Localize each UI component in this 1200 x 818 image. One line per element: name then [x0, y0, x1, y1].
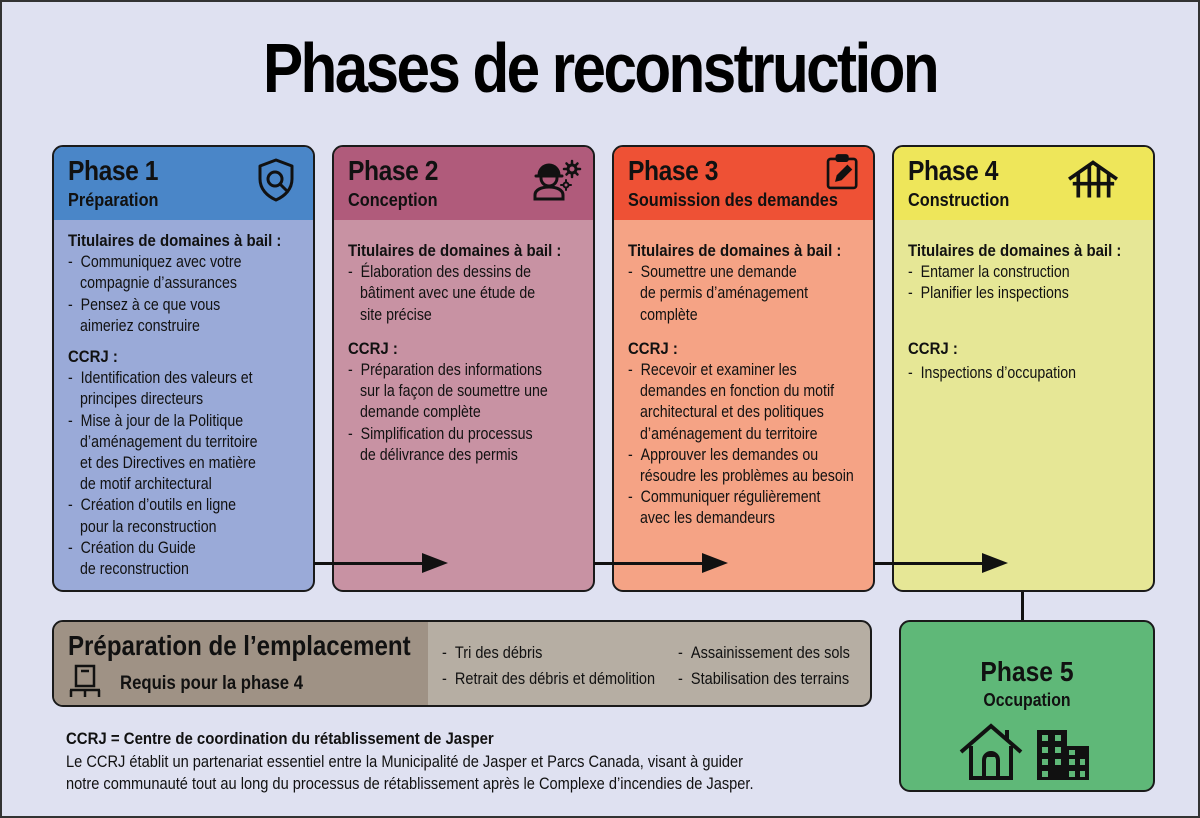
phase-4-card: Phase 4 Construction Titulaires de domai…	[892, 145, 1155, 592]
pallet-box-icon	[69, 664, 101, 697]
phase-2-header: Phase 2 Conception	[334, 147, 593, 220]
phase-3-card: Phase 3 Soumission des demandes Titulair…	[612, 145, 875, 592]
phase-name: Occupation	[983, 690, 1071, 710]
ccrj-heading: CCRJ :	[908, 338, 958, 358]
list-item: Stabilisation des terrains	[678, 666, 870, 692]
arrow-phase3-to-phase4	[874, 553, 1008, 573]
clipboard-pencil-icon	[826, 154, 858, 190]
phase-name: Soumission des demandes	[628, 189, 838, 210]
footer-text-line-2: notre communauté tout au long du process…	[66, 774, 754, 793]
leaseholders-heading: Titulaires de domaines à bail :	[348, 241, 562, 260]
site-preparation-panel: Préparation de l’emplacement Requis pour…	[52, 620, 872, 707]
phase-5-card: Phase 5 Occupation	[899, 620, 1155, 792]
phase-name: Préparation	[68, 189, 159, 210]
phase-1-card: Phase 1 Préparation Titulaires de domain…	[52, 145, 315, 592]
ccrj-heading: CCRJ :	[348, 338, 398, 358]
phase-number: Phase 5	[980, 656, 1074, 687]
phase-name: Conception	[348, 189, 438, 210]
footer-note: CCRJ = Centre de coordination du rétabli…	[66, 728, 865, 796]
list-item: Assainissement des sols	[678, 640, 870, 666]
engineer-gears-icon	[533, 159, 582, 201]
house-icon	[959, 723, 1023, 780]
list-item: Mise à jour de la Politiqued’aménagement…	[68, 411, 270, 496]
building-icon	[1037, 730, 1089, 780]
phase-number: Phase 3	[628, 155, 719, 186]
arrow-phase2-to-phase3	[594, 553, 728, 573]
list-item: Retrait des débris et démolition	[442, 666, 655, 692]
phase-3-header: Phase 3 Soumission des demandes	[614, 147, 873, 220]
site-prep-list-1: Tri des débris Retrait des débris et dém…	[442, 640, 678, 705]
phase-4-header: Phase 4 Construction	[894, 147, 1153, 220]
shield-search-icon	[258, 158, 294, 202]
house-frame-icon	[1068, 160, 1118, 198]
ccrj-heading: CCRJ :	[68, 347, 118, 367]
page-title: Phases de reconstruction	[262, 29, 940, 107]
phase-number: Phase 2	[348, 155, 439, 186]
leaseholders-heading: Titulaires de domaines à bail :	[628, 241, 842, 260]
occupation-icons	[959, 723, 1089, 780]
phase-2-card: Phase 2 Conception Titulaires de domaine…	[332, 145, 595, 592]
list-item: Inspections d’occupation	[908, 363, 1110, 384]
footer-text-line-1: Le CCRJ établit un partenariat essentiel…	[66, 751, 743, 771]
site-prep-title: Préparation de l’emplacement	[68, 630, 411, 661]
phase-number: Phase 1	[68, 155, 159, 186]
phase-name: Construction	[908, 189, 1010, 210]
list-item: Planifier les inspections	[908, 283, 1110, 304]
footer-heading: CCRJ = Centre de coordination du rétabli…	[66, 729, 494, 748]
site-prep-list-2: Assainissement des sols Stabilisation de…	[678, 640, 870, 705]
leaseholders-heading: Titulaires de domaines à bail :	[908, 241, 1122, 260]
leaseholders-heading: Titulaires de domaines à bail :	[68, 231, 282, 250]
ccrj-heading: CCRJ :	[628, 338, 678, 358]
phase-1-header: Phase 1 Préparation	[54, 147, 313, 220]
list-item: Entamer la construction	[908, 262, 1110, 283]
list-item: Tri des débris	[442, 640, 650, 666]
phase-number: Phase 4	[908, 155, 999, 186]
site-prep-required: Requis pour la phase 4	[120, 673, 304, 694]
arrow-phase1-to-phase2	[314, 553, 448, 573]
